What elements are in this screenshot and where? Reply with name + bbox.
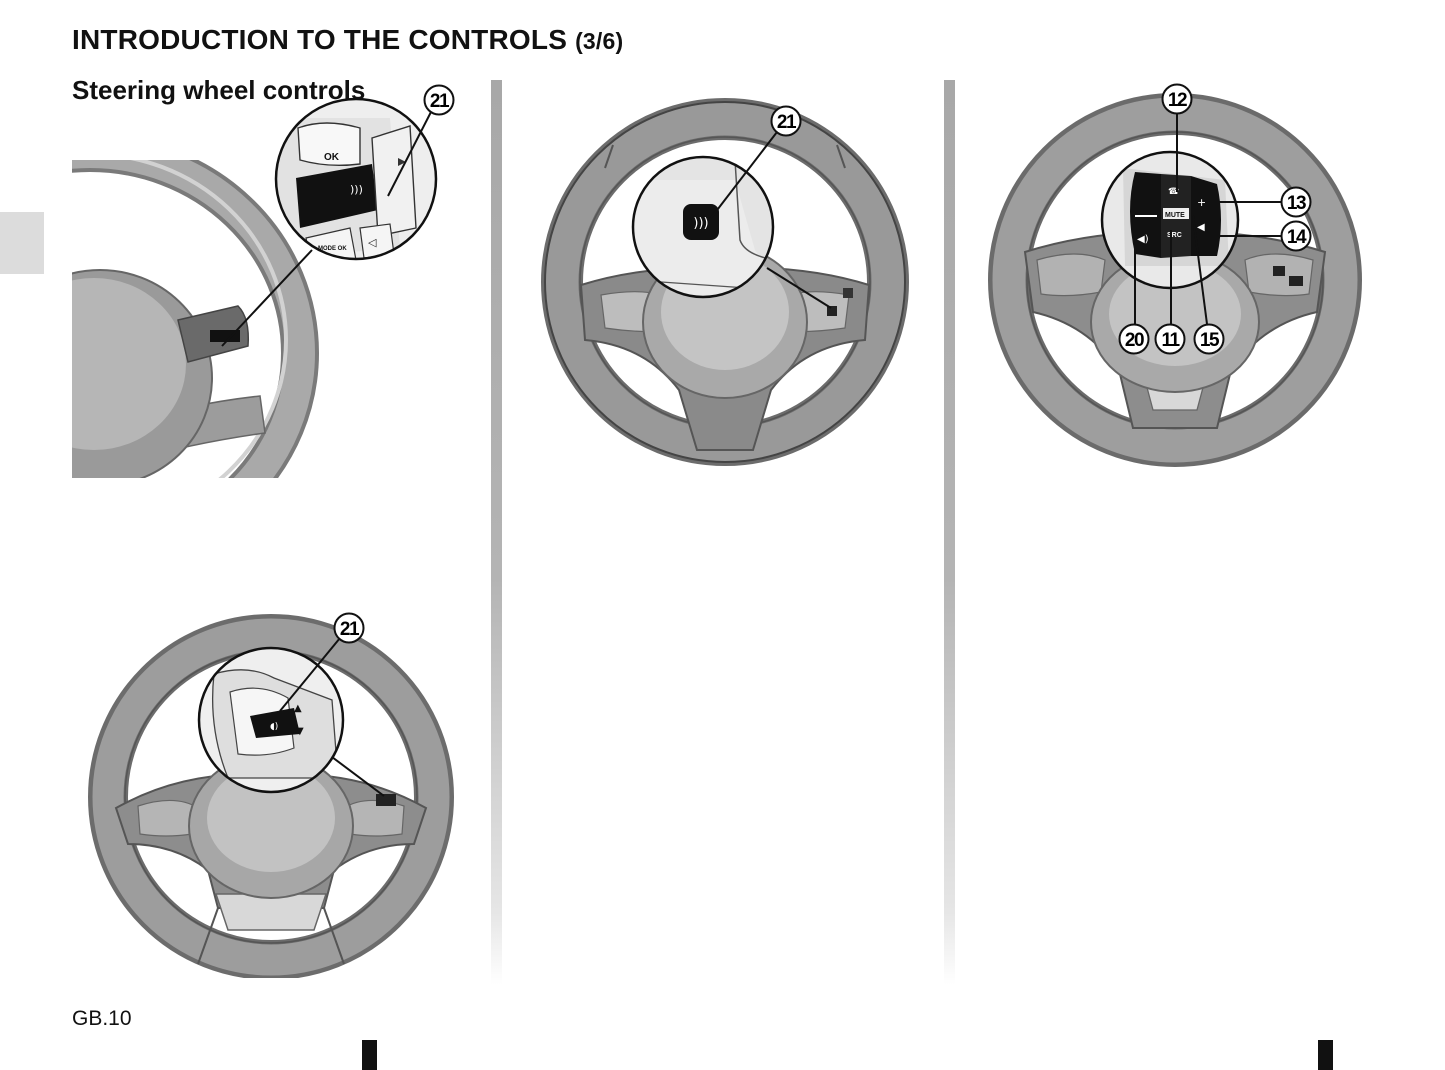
ok-button-label: OK bbox=[324, 152, 340, 163]
svg-text:☎: ☎ bbox=[1168, 187, 1179, 197]
svg-text:))): ))) bbox=[693, 216, 708, 231]
svg-text:◖): ◖) bbox=[270, 722, 278, 732]
callout-14: 14 bbox=[1287, 227, 1307, 248]
callout-20: 20 bbox=[1125, 330, 1144, 351]
figure-steering-wheel-2: ))) 21 bbox=[541, 98, 909, 466]
svg-text:▲: ▲ bbox=[294, 703, 302, 714]
page-title-part: (3/6) bbox=[575, 28, 624, 54]
chapter-tab bbox=[0, 212, 44, 274]
svg-text:◁: ◁ bbox=[368, 236, 377, 249]
callout-11: 11 bbox=[1161, 330, 1180, 351]
page-title-text: INTRODUCTION TO THE CONTROLS bbox=[72, 24, 568, 55]
section-heading: Steering wheel controls bbox=[72, 75, 366, 105]
svg-text:◀: ◀ bbox=[1197, 222, 1205, 233]
callout-21-fig3: 21 bbox=[340, 619, 360, 640]
mute-button-label: MUTE bbox=[1165, 212, 1185, 219]
column-divider-1 bbox=[491, 80, 502, 985]
crop-mark-right bbox=[1318, 1040, 1333, 1070]
svg-text:▼: ▼ bbox=[296, 726, 304, 737]
callout-15: 15 bbox=[1200, 330, 1220, 351]
page-number: GB.10 bbox=[72, 1007, 132, 1030]
figure-steering-wheel-4: ◀) ☎ MUTE SRC + ◀ 12 13 14 20 11 15 bbox=[988, 83, 1362, 467]
src-button-label: SRC bbox=[1167, 232, 1182, 239]
mode-ok-button-label: MODE OK bbox=[318, 246, 347, 252]
page-title: INTRODUCTION TO THE CONTROLS (3/6) bbox=[72, 24, 623, 56]
callout-13: 13 bbox=[1287, 193, 1306, 214]
figure-steering-wheel-3: ◖) ▲ ▼ 21 bbox=[88, 612, 454, 978]
figure-steering-wheel-1: OK ))) MODE OK ◁ 21 bbox=[72, 84, 455, 478]
crop-mark-left bbox=[362, 1040, 377, 1070]
callout-21-fig2: 21 bbox=[777, 112, 797, 133]
svg-text:+: + bbox=[1197, 196, 1206, 209]
callout-21-fig1: 21 bbox=[430, 91, 450, 112]
column-divider-2 bbox=[944, 80, 955, 985]
svg-text:))): ))) bbox=[350, 183, 363, 196]
svg-text:◀): ◀) bbox=[1137, 234, 1149, 245]
callout-12: 12 bbox=[1168, 90, 1187, 111]
